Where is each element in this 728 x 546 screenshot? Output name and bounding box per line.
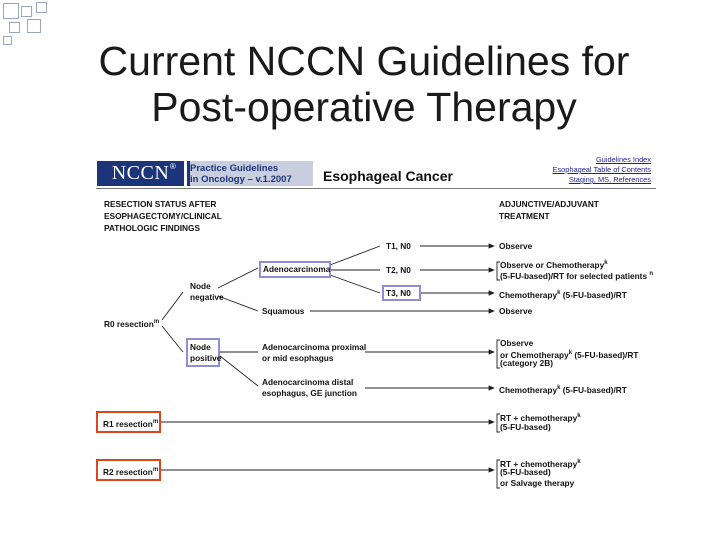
treatment-t3-b: (5-FU-based)/RT (560, 289, 627, 300)
treatment-r2-line2: (5-FU-based) (500, 467, 551, 477)
link-staging-references[interactable]: Staging, MS, References (568, 175, 651, 184)
treatment-proximal-line3: (category 2B) (500, 358, 554, 368)
left-header-line2: ESOPHAGECTOMY/CLINICAL (104, 211, 222, 221)
practice-guidelines-line2: in Oncology – v.1.2007 (190, 174, 292, 185)
branch-r0-to-node-positive (161, 325, 184, 353)
treatment-t2-text1: Observe or Chemotherapy (500, 259, 605, 270)
treatment-proximal-sup: k (568, 350, 573, 356)
node-adenocarcinoma: Adenocarcinoma (263, 264, 331, 274)
link-table-of-contents[interactable]: Esophageal Table of Contents (552, 165, 651, 174)
slide-title-line1: Current NCCN Guidelines for (98, 38, 630, 84)
treatment-distal-sup: k (557, 385, 561, 391)
treatment-t3-a: Chemotherapy (499, 289, 558, 300)
branch-adeno-to-t1 (329, 245, 381, 266)
treatment-r2-line1: RT + chemotherapyk (500, 457, 581, 470)
treatment-t1: Observe (499, 241, 533, 251)
branch-adeno-to-t3 (329, 274, 381, 294)
practice-guidelines-line1: Practice Guidelines (190, 163, 279, 174)
treatment-proximal-text2b: (5-FU-based)/RT (572, 349, 639, 360)
treatment-t3: Chemotherapyk (5-FU-based)/RT (499, 288, 627, 301)
node-adeno-proximal-line1: Adenocarcinoma proximal (262, 342, 367, 352)
node-adeno-distal-line1: Adenocarcinoma distal (262, 377, 354, 387)
highlight-adenocarcinoma (259, 261, 331, 278)
treatment-t2-sup1: k (604, 260, 608, 266)
decorative-square (3, 36, 12, 45)
branch-neg-to-adeno (217, 267, 259, 289)
node-r0-resection: R0 resectionm (104, 317, 159, 330)
node-squamous: Squamous (262, 306, 305, 316)
right-header-line1: ADJUNCTIVE/ADJUVANT (499, 199, 599, 209)
decorative-square (36, 2, 47, 13)
decorative-square (27, 19, 41, 33)
left-header-line1: RESECTION STATUS AFTER (104, 199, 217, 209)
treatment-t2-line2: (5-FU-based)/RT for selected patients n (500, 269, 653, 282)
bracket-r1-treatment (496, 413, 500, 433)
right-header-line2: TREATMENT (499, 211, 550, 221)
node-positive-line2: positive (190, 353, 222, 363)
node-adeno-distal-line2: esophagus, GE junction (262, 388, 357, 398)
bracket-t2-treatment (496, 261, 500, 281)
slide-title: Current NCCN Guidelines for Post-operati… (40, 38, 688, 130)
treatment-r1-sup: k (577, 413, 581, 419)
node-positive-line1: Node (190, 342, 211, 352)
practice-guidelines-box (187, 161, 313, 186)
node-t1-n0: T1, N0 (386, 241, 411, 251)
header-divider (96, 188, 656, 189)
treatment-t2-text2: (5-FU-based)/RT for selected patients (500, 270, 648, 281)
node-r1-label: R1 resection (103, 418, 153, 429)
node-negative-line1: Node (190, 281, 211, 291)
treatment-r1-line1: RT + chemotherapyk (500, 411, 581, 424)
branch-neg-to-squamous (217, 295, 259, 312)
node-negative-line2: negative (190, 292, 224, 302)
bracket-proximal-treatment (496, 339, 500, 369)
node-t3-n0: T3, N0 (386, 288, 411, 298)
node-r1-resection: R1 resectionm (103, 417, 158, 430)
branch-r0-to-node-negative (161, 291, 184, 321)
nccn-logo-text: NCCN (111, 162, 170, 184)
nccn-logo: NCCN (97, 161, 184, 186)
treatment-t2-line1: Observe or Chemotherapyk (500, 258, 608, 271)
treatment-squamous: Observe (499, 306, 533, 316)
treatment-distal-a: Chemotherapy (499, 384, 558, 395)
registered-mark: ® (170, 162, 176, 171)
node-adeno-proximal-line2: or mid esophagus (262, 353, 334, 363)
node-r2-resection: R2 resectionm (103, 465, 158, 478)
treatment-r1-text1: RT + chemotherapy (500, 412, 578, 423)
decorative-square (3, 3, 19, 19)
node-r1-sup: m (152, 419, 159, 425)
treatment-distal-b: (5-FU-based)/RT (560, 384, 627, 395)
treatment-t2-sup2: n (649, 271, 654, 277)
bracket-r2-treatment (496, 459, 500, 489)
treatment-proximal-line2: or Chemotherapyk (5-FU-based)/RT (500, 348, 638, 361)
highlight-node-positive (186, 338, 220, 367)
node-r2-sup: m (152, 467, 159, 473)
cancer-title: Esophageal Cancer (323, 168, 453, 184)
highlight-t3-n0 (382, 285, 421, 301)
treatment-t3-sup: k (557, 290, 561, 296)
node-r0-label: R0 resection (104, 318, 154, 329)
highlight-r2-resection (96, 459, 161, 481)
treatment-r2-line3: or Salvage therapy (500, 478, 575, 488)
treatment-proximal-line1: Observe (500, 338, 534, 348)
highlight-r1-resection (96, 411, 161, 433)
link-guidelines-index[interactable]: Guidelines Index (595, 155, 651, 164)
treatment-proximal-text2a: or Chemotherapy (500, 349, 569, 360)
node-r2-label: R2 resection (103, 466, 153, 477)
branch-pos-to-distal (219, 355, 259, 387)
treatment-r2-sup: k (577, 459, 581, 465)
decorative-square (9, 22, 20, 33)
node-r0-sup: m (153, 319, 160, 325)
treatment-r1-line2: (5-FU-based) (500, 422, 551, 432)
slide-title-line2: Post-operative Therapy (151, 84, 577, 130)
treatment-distal: Chemotherapyk (5-FU-based)/RT (499, 383, 627, 396)
node-t2-n0: T2, N0 (386, 265, 411, 275)
decorative-square (21, 6, 32, 17)
left-header-line3: PATHOLOGIC FINDINGS (104, 223, 201, 233)
treatment-r2-text1: RT + chemotherapy (500, 458, 578, 469)
